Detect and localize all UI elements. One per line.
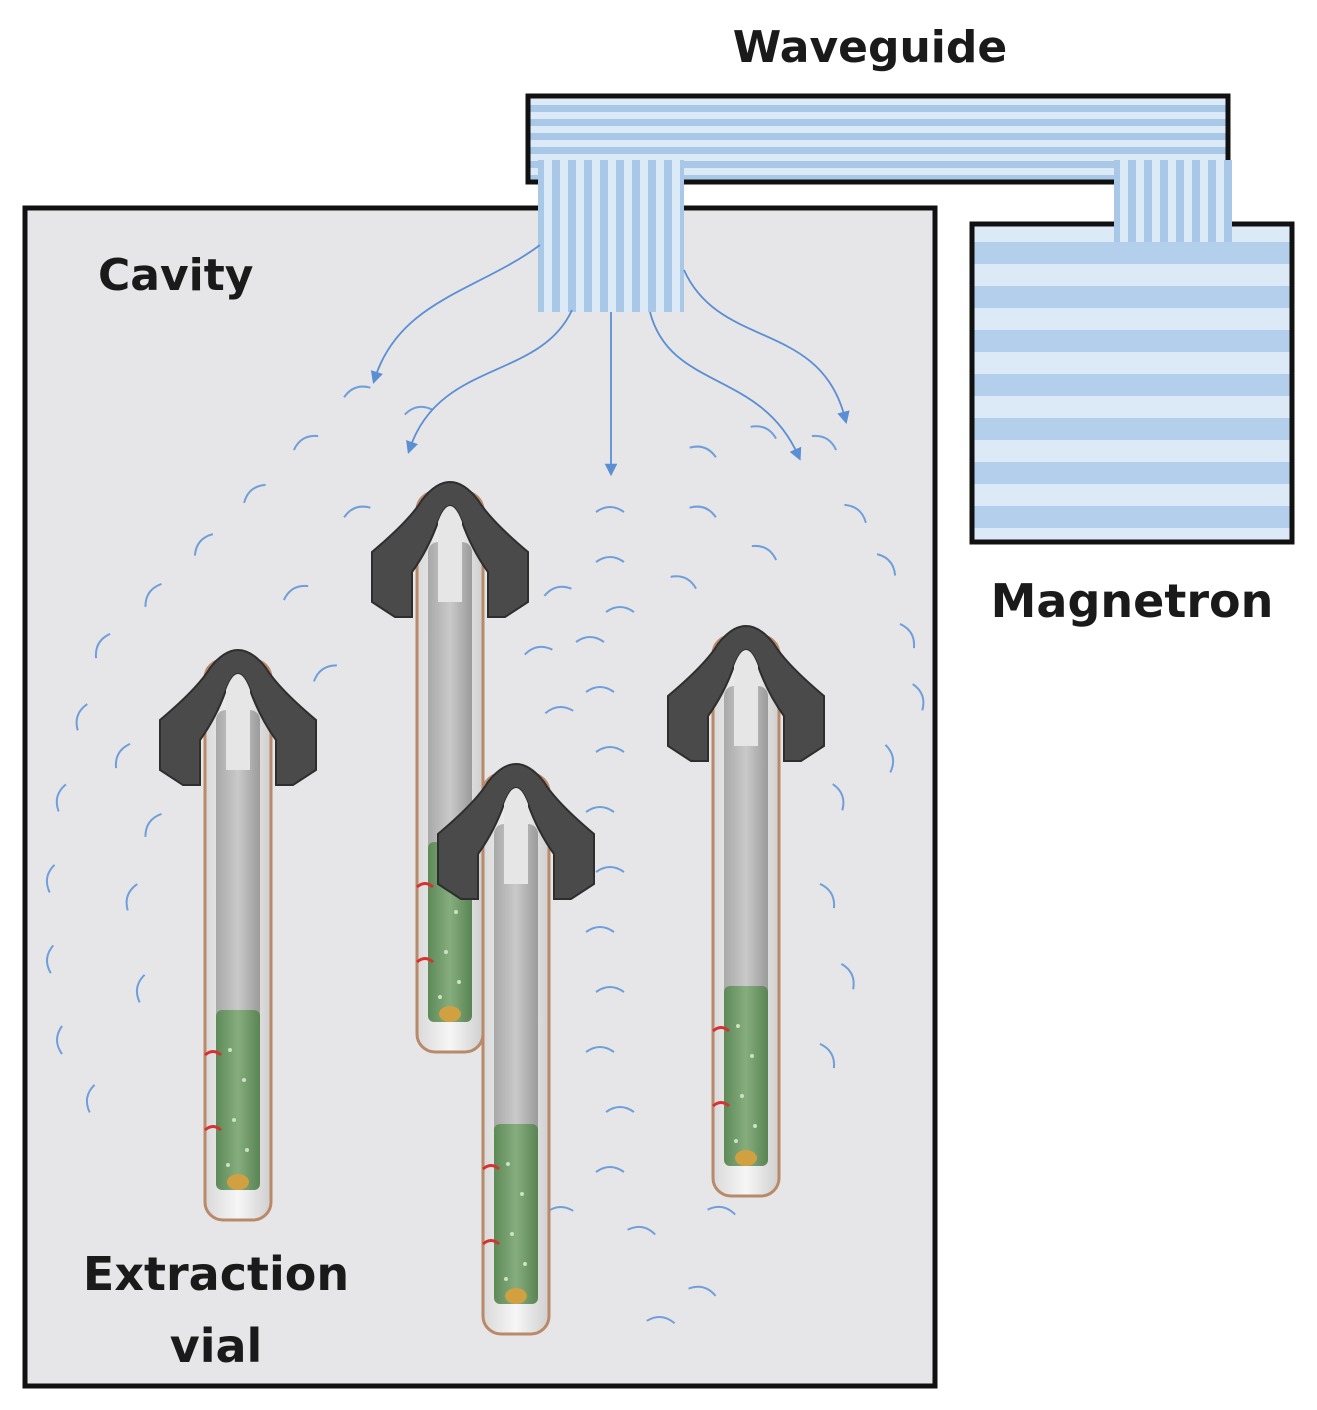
flow-arrow bbox=[370, 244, 541, 384]
waveguide-label: Waveguide bbox=[733, 22, 1007, 73]
cavity-label: Cavity bbox=[98, 250, 253, 301]
magnetron-box bbox=[969, 221, 1295, 545]
flow-arrow bbox=[406, 309, 573, 454]
extraction-vial-label-line1: Extraction bbox=[83, 1247, 349, 1301]
flow-arrow bbox=[649, 311, 802, 461]
microwave-arrows bbox=[370, 244, 850, 477]
extraction-vial-label-line2: vial bbox=[170, 1319, 263, 1373]
magnetron-label: Magnetron bbox=[991, 574, 1274, 628]
flow-arrow bbox=[683, 269, 850, 425]
waveguide bbox=[525, 93, 1232, 312]
